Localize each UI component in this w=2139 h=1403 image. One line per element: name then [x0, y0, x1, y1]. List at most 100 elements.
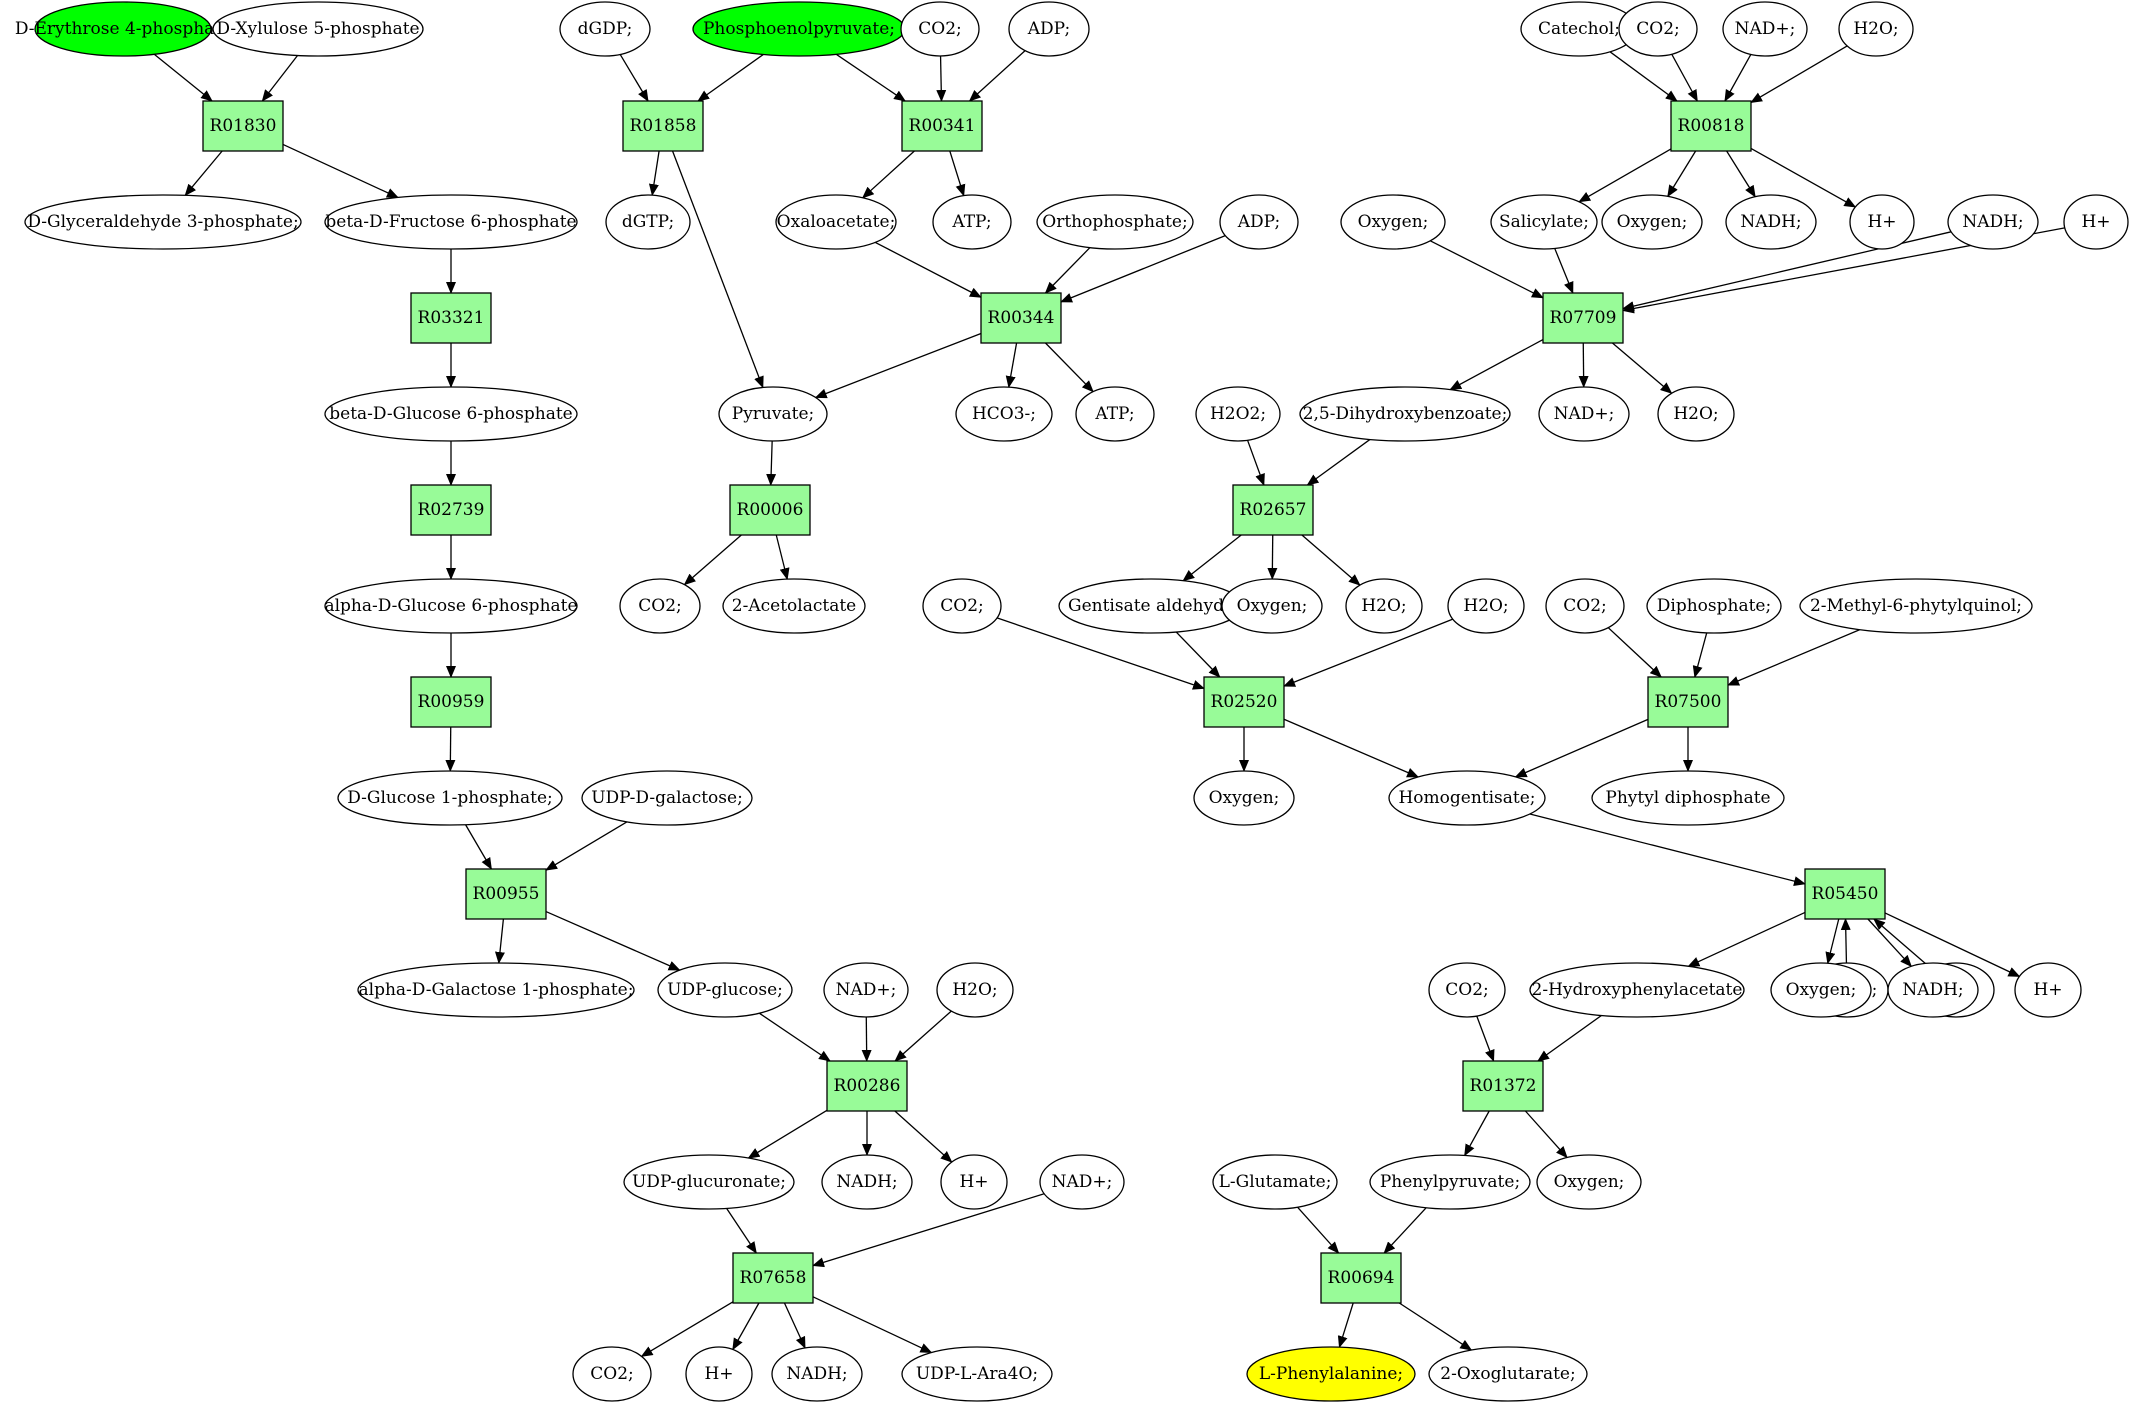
reaction-node-r02657: R02657 — [1232, 484, 1314, 536]
compound-label: NADH; — [1902, 980, 1963, 1000]
compound-label: H2O2; — [1210, 404, 1266, 424]
reaction-node-r01372: R01372 — [1462, 1060, 1544, 1112]
compound-label: NAD+; — [1735, 19, 1796, 39]
compound-node-d-glyceraldehyde-3-phosphate: D-Glyceraldehyde 3-phosphate; — [24, 194, 302, 250]
reaction-box — [1462, 1060, 1544, 1112]
reaction-box — [826, 1060, 908, 1112]
compound-node-nad: NAD+; — [1039, 1154, 1125, 1210]
compound-node-h2o: H2O; — [1838, 1, 1914, 57]
compound-ellipse — [936, 962, 1014, 1018]
compound-ellipse — [1646, 578, 1782, 634]
compound-node-2-methyl-6-phytylquinol: 2-Methyl-6-phytylquinol; — [1799, 578, 2033, 634]
compound-label: 2-Hydroxyphenylacetate — [1532, 980, 1743, 1000]
compound-node-2-oxoglutarate: 2-Oxoglutarate; — [1428, 1346, 1588, 1402]
compound-node-2-hydroxyphenylacetate: 2-Hydroxyphenylacetate — [1529, 962, 1745, 1018]
reaction-label: R02739 — [418, 500, 485, 520]
compound-node-alpha-d-glucose-6-phosphate: alpha-D-Glucose 6-phosphate — [324, 578, 578, 634]
reaction-box — [1542, 292, 1624, 344]
edges-layer — [153, 45, 2065, 1357]
reaction-label: R00818 — [1678, 116, 1745, 136]
compound-label: H2O; — [1463, 596, 1508, 616]
reaction-box — [410, 484, 492, 536]
compound-node-co2: CO2; — [922, 578, 1002, 634]
edge-r6-c28 — [1045, 342, 1094, 393]
compound-ellipse — [823, 962, 909, 1018]
compound-node-h2o: H2O; — [1447, 578, 1525, 634]
compound-ellipse — [1345, 578, 1423, 634]
compound-node-h: H+ — [685, 1346, 753, 1402]
edge-c6-r3 — [968, 50, 1026, 102]
compound-ellipse — [685, 1346, 753, 1402]
compound-ellipse — [2014, 962, 2082, 1018]
reaction-box — [1670, 100, 1752, 152]
compound-node-adp: ADP; — [1008, 1, 1090, 57]
compound-ellipse — [1947, 194, 2039, 250]
compound-ellipse — [1195, 386, 1281, 442]
edge-r14-c52 — [545, 910, 681, 971]
compound-node-beta-d-fructose-6-phosphate: beta-D-Fructose 6-phosphate — [324, 194, 578, 250]
edge-r4-c22 — [1750, 147, 1857, 208]
compound-label: beta-D-Fructose 6-phosphate — [325, 212, 576, 232]
reaction-box — [1647, 676, 1729, 728]
compound-node-udp-glucuronate: UDP-glucuronate; — [623, 1154, 795, 1210]
compound-label: ADP; — [1027, 19, 1070, 39]
edge-c40-r12 — [1283, 618, 1454, 687]
compound-ellipse — [1722, 1, 1808, 57]
compound-label: NAD+; — [1554, 404, 1615, 424]
compound-ellipse — [1490, 194, 1598, 250]
compound-ellipse — [212, 1, 424, 57]
reaction-box — [410, 292, 492, 344]
edge-r7-c32 — [1612, 342, 1673, 394]
compound-label: NAD+; — [1052, 1172, 1113, 1192]
compound-node-beta-d-glucose-6-phosphate: beta-D-Glucose 6-phosphate — [324, 386, 578, 442]
edge-r3-c14 — [861, 150, 915, 199]
compound-node-co2: CO2; — [619, 578, 701, 634]
compound-label: D-Glucose 1-phosphate; — [347, 788, 553, 808]
edge-c26-r9 — [766, 440, 777, 486]
compound-ellipse — [1545, 578, 1625, 634]
compound-label: ATP; — [1094, 404, 1134, 424]
compound-ellipse — [572, 1346, 652, 1402]
compound-node-h2o: H2O; — [1345, 578, 1423, 634]
compound-label: CO2; — [638, 596, 682, 616]
compound-ellipse — [324, 386, 578, 442]
edge-c14-r6 — [875, 241, 982, 298]
compound-label: Orthophosphate; — [1042, 212, 1187, 232]
compound-ellipse — [955, 386, 1053, 442]
reaction-label: R01858 — [630, 116, 697, 136]
compound-node-nad: NAD+; — [1722, 1, 1808, 57]
edge-r2-c13 — [648, 150, 660, 197]
compound-ellipse — [1212, 1154, 1338, 1210]
edge-r18-c67 — [640, 1301, 734, 1357]
compound-node-phosphoenolpyruvate: Phosphoenolpyruvate; — [692, 1, 906, 57]
compound-node-nadh: NADH; — [1725, 194, 1817, 250]
edge-c16-r6 — [1044, 247, 1091, 294]
compound-node-atp: ATP; — [932, 194, 1012, 250]
reaction-box — [410, 676, 492, 728]
edge-r9-c34 — [683, 534, 742, 586]
edge-c37-r12 — [1175, 631, 1221, 678]
edge-r6-c26 — [814, 332, 982, 399]
edge-r10-c37 — [1182, 534, 1242, 582]
edge-r9-c35 — [775, 534, 790, 581]
compound-node-dgtp: dGTP; — [605, 194, 691, 250]
compound-ellipse — [1428, 1346, 1588, 1402]
compound-label: Catechol; — [1538, 19, 1620, 39]
reaction-box — [1804, 868, 1886, 920]
compound-node-atp: ATP; — [1075, 386, 1155, 442]
edge-c8-r4 — [1671, 53, 1698, 102]
compound-node-d-glucose-1-phosphate: D-Glucose 1-phosphate; — [337, 770, 563, 826]
compound-label: NAD+; — [836, 980, 897, 1000]
compound-label: H+ — [704, 1364, 733, 1384]
edge-c7-r4 — [1609, 51, 1678, 102]
compound-node-salicylate: Salicylate; — [1490, 194, 1598, 250]
compound-label: 2-Methyl-6-phytylquinol; — [1810, 596, 2022, 616]
compound-label: Homogentisate; — [1398, 788, 1535, 808]
edge-c41-r13 — [1607, 627, 1662, 678]
compound-node-nadh: NADH; — [771, 1346, 863, 1402]
reaction-node-r05450: R05450 — [1804, 868, 1886, 920]
reaction-node-r00959: R00959 — [410, 676, 492, 728]
reaction-box — [1320, 1252, 1402, 1304]
compound-node-h: H+ — [2014, 962, 2082, 1018]
